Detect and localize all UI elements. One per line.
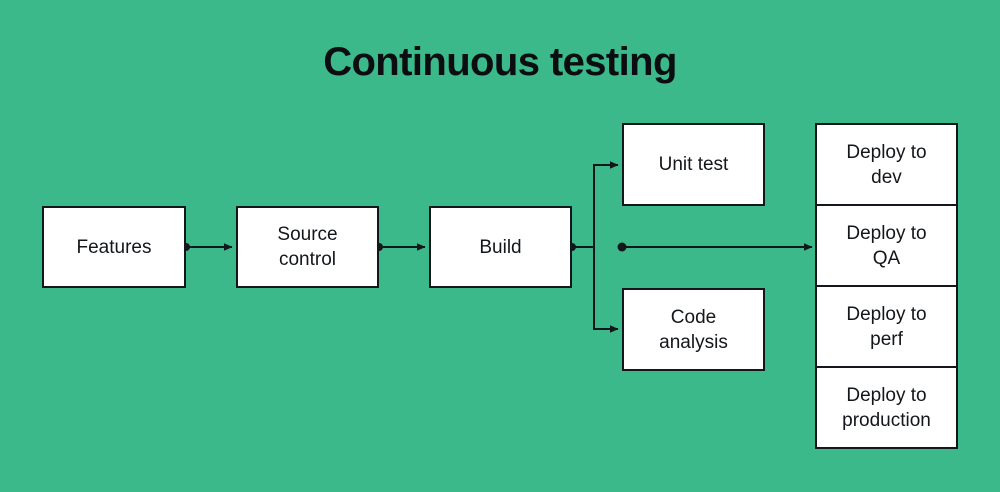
node-deploy-production[interactable]: Deploy to production (817, 368, 956, 447)
node-features[interactable]: Features (42, 206, 186, 288)
node-code-analysis-label: Code analysis (659, 306, 728, 353)
node-unit-test[interactable]: Unit test (622, 123, 765, 206)
node-deploy-production-label: Deploy to production (842, 384, 931, 431)
deploy-stack: Deploy to dev Deploy to QA Deploy to per… (815, 123, 958, 449)
node-deploy-perf[interactable]: Deploy to perf (817, 287, 956, 368)
edge-features-to-source-control (182, 243, 233, 251)
node-deploy-dev[interactable]: Deploy to dev (817, 125, 956, 206)
node-code-analysis[interactable]: Code analysis (622, 288, 765, 371)
node-build-label: Build (479, 236, 522, 258)
node-build[interactable]: Build (429, 206, 572, 288)
edge-origin-dot (617, 242, 627, 252)
edge-build-to-code-analysis (593, 247, 619, 333)
node-source-control-label: Source control (277, 224, 338, 270)
node-deploy-qa-label: Deploy to QA (846, 222, 927, 269)
edge-branch-to-deploy-qa (617, 242, 813, 252)
edge-build-to-unit-test (593, 161, 619, 247)
node-unit-test-label: Unit test (658, 154, 729, 175)
node-deploy-dev-label: Deploy to dev (846, 141, 927, 188)
node-deploy-perf-label: Deploy to perf (846, 303, 927, 350)
node-source-control[interactable]: Source control (236, 206, 379, 288)
node-features-label: Features (76, 236, 152, 258)
page-title: Continuous testing (323, 40, 677, 84)
node-deploy-qa[interactable]: Deploy to QA (817, 206, 956, 287)
edge-source-control-to-build (375, 243, 426, 251)
